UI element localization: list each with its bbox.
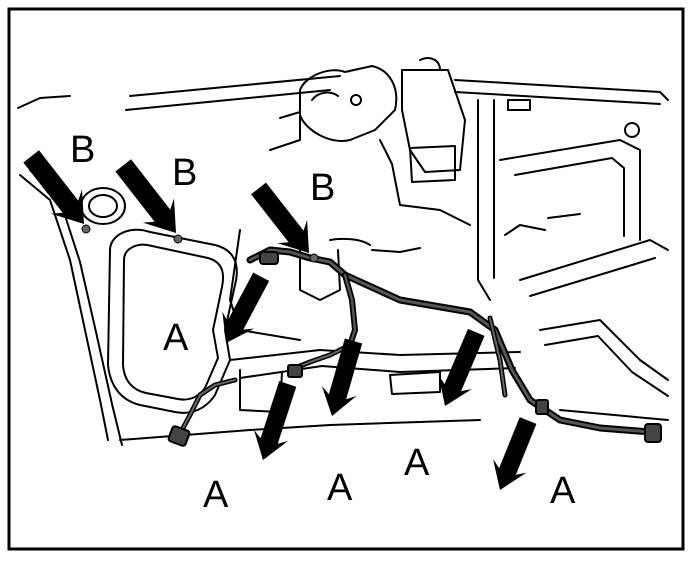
callout-a-1: A bbox=[163, 317, 189, 359]
callout-a-5: A bbox=[550, 470, 576, 512]
wire-harness bbox=[179, 246, 654, 436]
callout-b-1: B bbox=[70, 129, 95, 171]
clip-point-b1 bbox=[81, 224, 91, 234]
arrow-a3-icon bbox=[321, 338, 363, 416]
clip-point-b3 bbox=[309, 253, 319, 263]
arrow-b3-icon bbox=[251, 182, 309, 253]
arrows-a bbox=[222, 272, 537, 490]
clip-point-b2 bbox=[173, 234, 183, 244]
callout-a-3: A bbox=[327, 467, 353, 509]
arrow-b2-icon bbox=[115, 159, 176, 233]
arrow-a1-icon bbox=[222, 272, 270, 343]
arrow-a2-icon bbox=[253, 381, 297, 460]
arrow-a5-icon bbox=[493, 417, 537, 490]
clip-points bbox=[81, 224, 319, 263]
callout-a-2: A bbox=[203, 474, 229, 516]
arrows-b bbox=[23, 150, 309, 253]
arrow-a4-icon bbox=[438, 328, 485, 406]
callout-b-3: B bbox=[310, 167, 335, 209]
callout-a-4: A bbox=[404, 442, 430, 484]
wire-connectors bbox=[167, 251, 662, 447]
callout-b-2: B bbox=[172, 152, 197, 194]
arrow-b1-icon bbox=[23, 150, 84, 224]
